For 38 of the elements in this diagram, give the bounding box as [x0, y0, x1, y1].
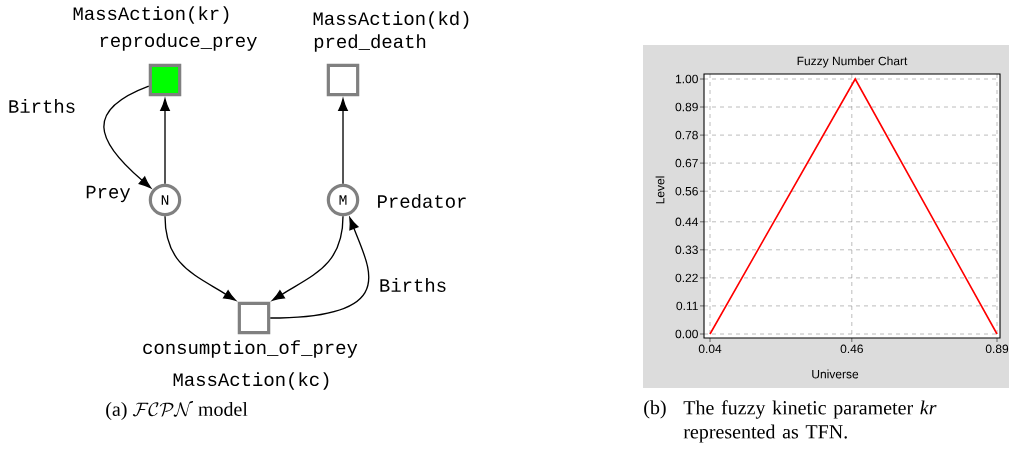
- arrow: [269, 217, 370, 319]
- transition-box: pred_death: [314, 34, 426, 97]
- caption-label: (b): [644, 400, 666, 419]
- edge-label: Births: [377, 276, 449, 294]
- x-axis-title: Universe: [812, 369, 859, 379]
- transition-box: reproduce_prey: [100, 33, 257, 97]
- x-tick-label: 0.04: [698, 344, 722, 354]
- y-axis-title: Level: [655, 176, 665, 204]
- node-caption: MassAction(kr): [73, 6, 229, 24]
- y-tick-label: 0.56: [675, 186, 698, 196]
- y-tick-label: 0.33: [675, 245, 698, 255]
- arrow: [160, 98, 170, 185]
- y-tick-label: 0.00: [675, 329, 698, 339]
- node-caption: Predator: [378, 194, 466, 208]
- arrow: [164, 215, 236, 301]
- y-tick-label: 0.22: [675, 273, 698, 283]
- x-tick-label: 0.89: [985, 344, 1009, 354]
- subfigure-caption: The fuzzy kinetic parameter kr represented as TFN.: [683, 400, 937, 443]
- arrow: [272, 215, 344, 301]
- node-label: pred_death: [314, 34, 426, 52]
- y-tick-label: 1.00: [675, 74, 698, 84]
- edge-label: Births: [6, 97, 78, 115]
- transition-box: consumption_of_prey: [143, 301, 358, 358]
- y-tick-label: 0.89: [675, 102, 698, 112]
- node-caption: Prey: [86, 185, 131, 203]
- subfigure-caption: (a) $\mathcal{FCPN}$ model: [106, 400, 248, 421]
- arrow: [103, 85, 152, 189]
- node-caption: MassAction(kc): [173, 372, 329, 390]
- y-tick-label: 0.11: [676, 301, 698, 311]
- arrow: [338, 98, 348, 185]
- node-label: reproduce_prey: [100, 33, 257, 51]
- y-tick-label: 0.44: [675, 217, 699, 227]
- chart-title: Fuzzy Number Chart: [797, 56, 908, 68]
- x-tick-label: 0.46: [840, 344, 863, 354]
- y-tick-label: 0.67: [675, 158, 698, 168]
- node-caption: MassAction(kd): [313, 11, 469, 29]
- node-label: consumption_of_prey: [143, 340, 358, 358]
- y-tick-label: 0.78: [675, 130, 698, 140]
